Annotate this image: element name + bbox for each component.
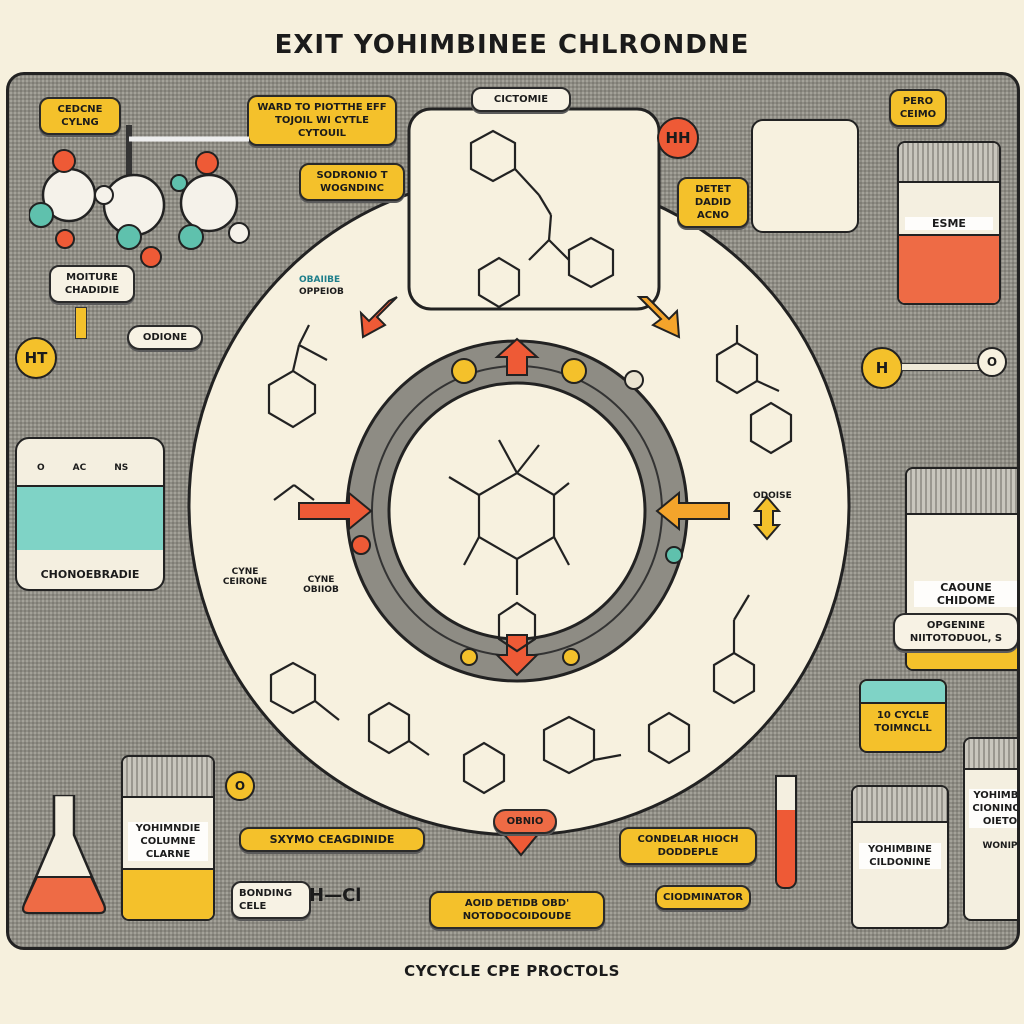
jar-label: CAOUNE CHIDOME [914,581,1017,607]
bottle-sub-label: WONIP [982,840,1018,851]
tag-pero: PERO CEIMO [889,89,947,127]
tag-cycle: CEDCNE CYLNG [39,97,121,135]
ring-upper-text: OBAIIBE [299,275,341,285]
cycle-ring-graphic [187,107,851,857]
center-circle [387,381,647,641]
cup-top [861,681,945,704]
ring-upper-text: OPPEIOB [299,287,344,297]
beaker-mark: AC [72,463,87,473]
tag-ward: WARD TO PIOTTHE EFF TOJOIL WI CYTLE CYTO… [247,95,397,146]
tag-sodronic: SODRONIO T WOGNDINC [299,163,405,201]
tag-hh: HH [657,117,699,159]
flask-icon [19,795,109,915]
ring-caption-left-1: CYNE CEIRONE [222,567,268,587]
molecule-model-icon [29,125,250,268]
bottle-label: YOHIMNDIE COLUMNE CLARNE [128,821,208,861]
tag-detet: DETET DADID ACNO [677,177,749,228]
tag-cycle-cup: 10 CYCLE TOIMNCLL [859,679,947,753]
pill-obnio: OBNIO [493,809,557,834]
test-tube-icon [775,775,797,889]
arrow-left [298,490,373,532]
arrow-down-icon [75,307,87,339]
bottle-label: YOHIMBD CIONINOE OIETO [969,789,1017,829]
bottle-cap [853,787,947,823]
top-molecule [469,129,615,309]
formula-hcl: H—Cl [309,885,362,906]
tag-conclar: CONDELAR HIOCH DODDEPLE [619,827,757,865]
ring-dot-d-left [451,358,477,384]
tag-oragenine: OPGENINE NIITOTODUOL, S [893,613,1017,651]
ring-dot-red-left [351,535,371,555]
bottle-cap [965,739,1017,770]
footer-caption: CYCYCLE CPE PROCTOLS [404,962,620,980]
ring-dot-teal-right [665,546,683,564]
tag-synthe: SXYMO CEAGDINIDE [239,827,425,852]
arrow-right-double [752,495,782,541]
tag-o-bottom: O [225,771,255,801]
tag-odione: ODIONE [127,325,203,350]
bottle-yohimbd-right: YOHIMBD CIONINOE OIETO WONIP [963,737,1018,921]
center-molecule [448,439,570,653]
ring-dot-bottom-left [460,648,478,666]
bottom-molecule [269,594,756,795]
tag-moisture: MOITURE CHADIDIE [49,265,135,303]
page-title: EXIT YOHIMBINEE CHLRONDNE [274,30,750,60]
jar-cap [899,143,999,184]
bottle-liquid [123,868,213,919]
tag-cictomie: CICTOMIE [471,87,571,112]
tag-o: O [977,347,1007,377]
arrow-upper-right [636,296,681,339]
ring-dot-d-right [561,358,587,384]
top-molecule-panel [407,107,661,311]
ring-right-caption: ODOISE [753,491,792,501]
beaker-liquid [17,485,163,550]
bottle-yohimbine-left: YOHIMBINE CILDONINE [851,785,949,929]
jar-liquid [899,233,999,303]
jar-label: ESME [905,216,993,230]
bottle-cap [123,757,213,798]
ring-dot-o [624,370,644,390]
tag-acid: AOID DETIDB OBD' NOTODOCOIDOUDE [429,891,605,929]
beaker-panel: O AC NS CHONOEBRADIE [15,437,165,591]
tag-clodminator: CIODMINATOR [655,885,751,910]
tag-bonding: BONDING CELE [231,881,311,919]
beaker-label: CHONOEBRADIE [40,568,140,581]
arrow-top [494,337,540,376]
arrow-upper-left [359,296,398,339]
bottle-label: YOHIMBINE CILDONINE [858,843,942,869]
jar-esme: ESME [897,141,1001,305]
tag-ht: HT [15,337,57,379]
bottle-yohimndie: YOHIMNDIE COLUMNE CLARNE [121,755,215,921]
jar-cap [907,469,1017,515]
cup-label: 10 CYCLE TOIMNCLL [874,710,932,734]
arrow-right [655,490,730,532]
ring-caption-left-2: CYNE OBIIOB [303,575,339,595]
right-molecule [715,325,793,455]
beaker-mark: O [37,463,45,473]
top-right-molecule-panel [751,119,859,233]
ring-dot-bottom-right [562,648,580,666]
beaker-mark: NS [114,463,129,473]
diagram-board: CEDCNE CYLNG WARD TO PIOTTHE EFF TOJOIL … [6,72,1020,950]
tag-h: H [861,347,903,389]
left-molecule [267,324,328,501]
